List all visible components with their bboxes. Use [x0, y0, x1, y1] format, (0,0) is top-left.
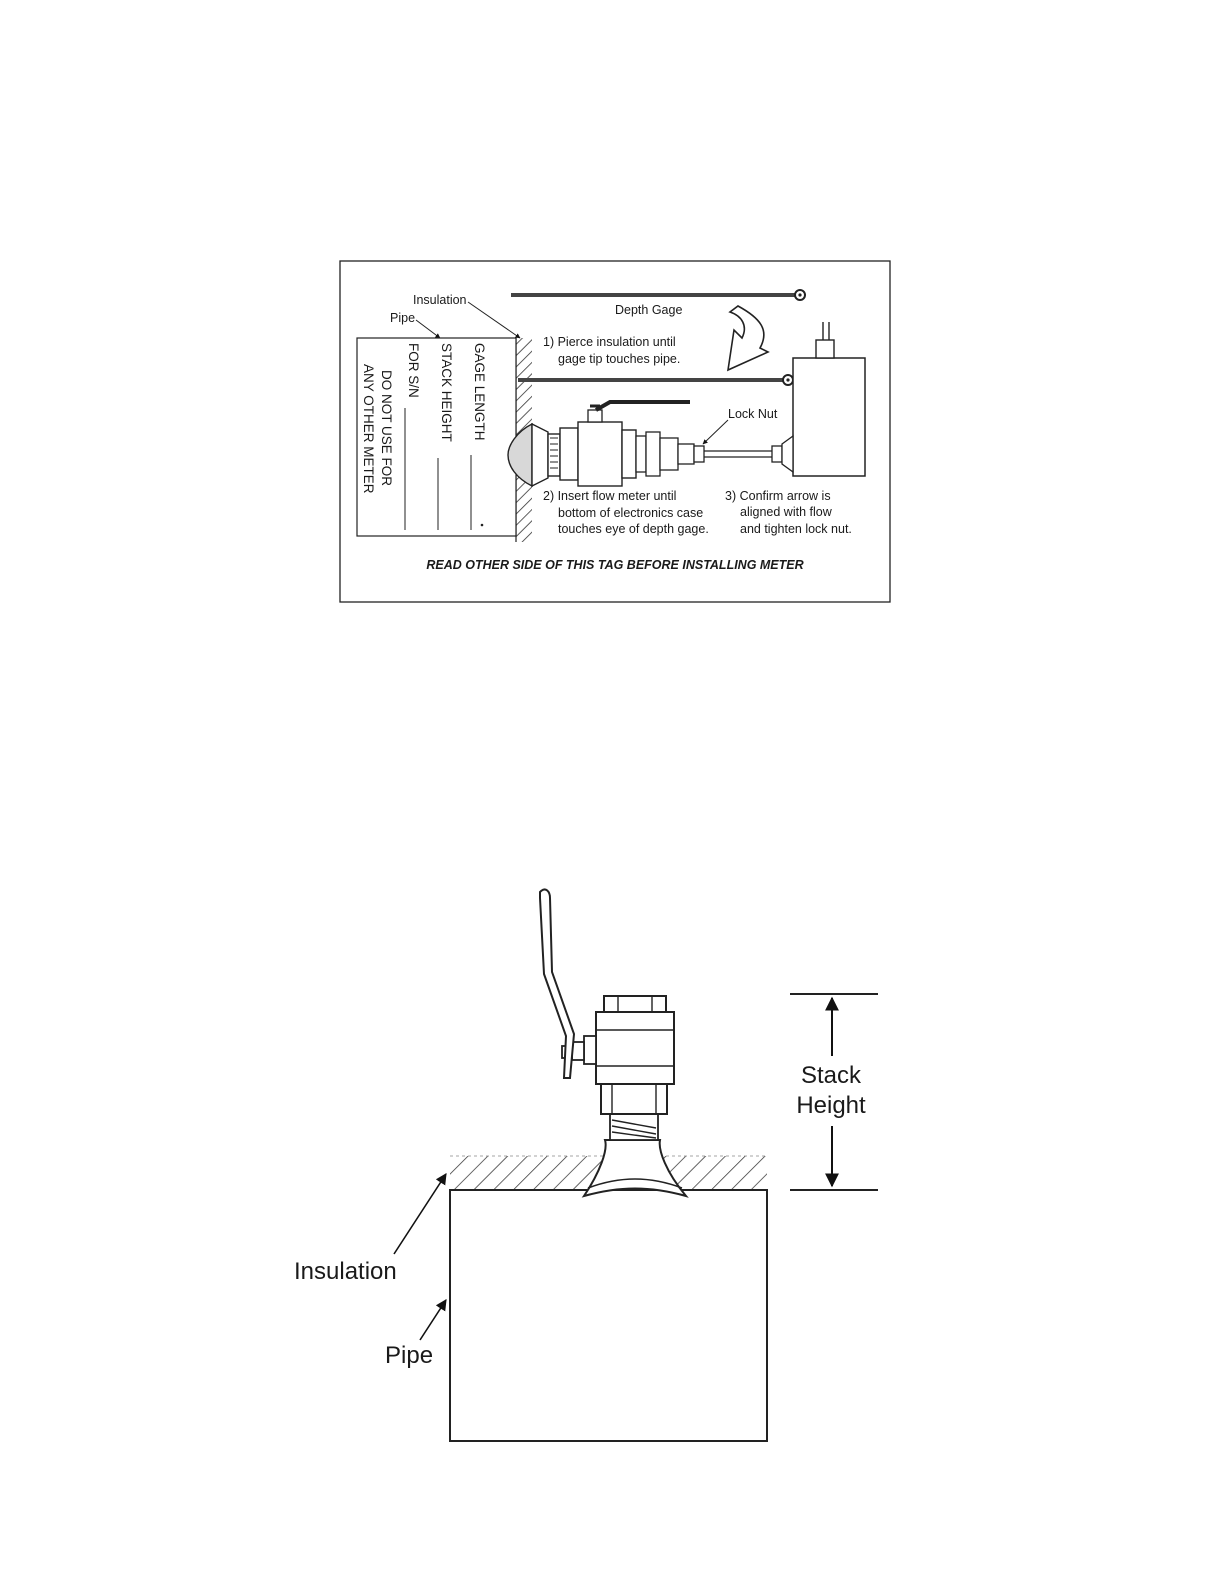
- pipe-leader-arrow: [419, 1299, 447, 1341]
- tag-footer: READ OTHER SIDE OF THIS TAG BEFORE INSTA…: [426, 558, 803, 572]
- field-do-not-use: DO NOT USE FOR: [379, 370, 394, 486]
- stack-label-line2: Height: [796, 1092, 866, 1119]
- pipe-leader: [415, 319, 441, 339]
- step2-line1: 2) Insert flow meter until: [543, 489, 676, 503]
- step3-line2: aligned with flow: [740, 505, 833, 519]
- tag-pipe-label: Pipe: [390, 311, 415, 325]
- stack-label-line1: Stack: [801, 1062, 862, 1089]
- step1-line2: gage tip touches pipe.: [558, 352, 680, 366]
- depth-gage-icon: [511, 289, 806, 301]
- tag-fields: GAGE LENGTH STACK HEIGHT FOR S/N DO NOT …: [361, 343, 487, 530]
- field-stack-height: STACK HEIGHT: [439, 343, 454, 442]
- stack-height-diagram: Stack Height Insulation Pipe: [294, 888, 878, 1442]
- field-any-other-meter: ANY OTHER METER: [361, 364, 376, 494]
- step2-line2: bottom of electronics case: [558, 506, 703, 520]
- step1-line1: 1) Pierce insulation until: [543, 335, 676, 349]
- tag-card: [356, 337, 517, 537]
- meter-fitting-icon: [561, 995, 689, 1198]
- insulation-label: Insulation: [294, 1258, 397, 1285]
- depth-gage-label: Depth Gage: [615, 303, 682, 317]
- curved-arrow-icon: [726, 305, 770, 372]
- pipe-body: [449, 1189, 768, 1442]
- field-gage-length: GAGE LENGTH: [472, 343, 487, 441]
- insulation-leader-arrow: [393, 1173, 447, 1255]
- lock-nut-label: Lock Nut: [728, 407, 778, 421]
- field-for-sn: FOR S/N: [406, 343, 421, 398]
- insulation-leader: [467, 301, 521, 339]
- lock-nut-leader: [702, 419, 729, 445]
- pipe-label: Pipe: [385, 1342, 433, 1369]
- step2-line3: touches eye of depth gage.: [558, 522, 709, 536]
- tag-insulation-label: Insulation: [413, 293, 467, 307]
- electronics-case-icon: [792, 322, 866, 477]
- step3-line1: 3) Confirm arrow is: [725, 489, 831, 503]
- valve-handle-icon: [539, 888, 576, 1079]
- step3-line3: and tighten lock nut.: [740, 522, 852, 536]
- installation-tag: Depth Gage Insulation Pipe GAGE LENGTH S…: [339, 260, 891, 603]
- tag-dot: [480, 523, 484, 527]
- ball-valve-icon: [507, 400, 794, 488]
